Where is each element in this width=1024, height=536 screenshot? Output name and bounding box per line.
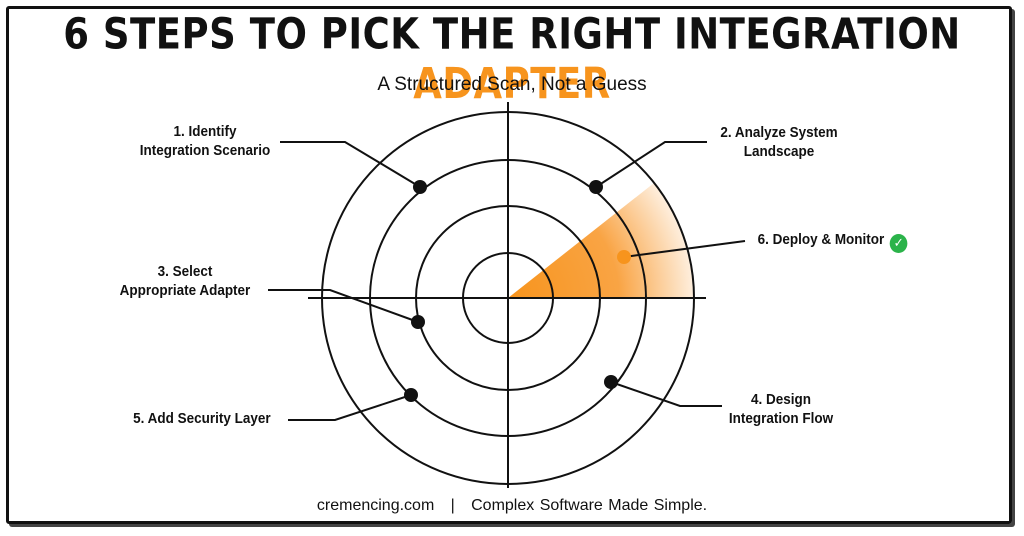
radar-sweep	[508, 183, 694, 298]
title-accent: ADAPTER	[413, 59, 611, 109]
step-marker-2	[589, 180, 603, 194]
check-circle-icon: ✓	[889, 234, 908, 253]
step-marker-1	[413, 180, 427, 194]
step-marker-3	[411, 315, 425, 329]
leader-line-5	[288, 394, 412, 421]
step-label-2: 2. Analyze System Landscape	[720, 125, 838, 160]
step-marker-4	[604, 375, 618, 389]
leader-line-1	[280, 141, 421, 188]
footer-tagline: Complex Software Made Simple.	[471, 497, 708, 514]
step-label-3: 3. Select Appropriate Adapter	[119, 264, 251, 299]
footer: cremencing.com | Complex Software Made S…	[0, 497, 1024, 515]
outer-frame	[6, 6, 1012, 524]
leader-line-3	[268, 289, 419, 323]
subtitle: A Structured Scan, Not a Guess	[377, 74, 647, 95]
step-marker-6	[617, 250, 631, 264]
step-label-5: 5. Add Security Layer	[133, 411, 271, 427]
step-label-6: 6. Deploy & Monitor✓	[758, 231, 908, 253]
footer-separator: |	[450, 497, 455, 514]
footer-site: cremencing.com	[316, 497, 435, 514]
step-label-1: 1. Identify Integration Scenario	[139, 124, 271, 159]
title-main: 6 STEPS TO PICK THE RIGHT INTEGRATION	[63, 9, 961, 59]
leader-line-4	[610, 381, 722, 407]
leader-line-2	[595, 141, 707, 188]
page-title: 6 STEPS TO PICK THE RIGHT INTEGRATION AD…	[0, 10, 1024, 109]
step-marker-5	[404, 388, 418, 402]
step-label-4: 4. Design Integration Flow	[728, 392, 834, 427]
leader-line-6	[623, 240, 746, 258]
